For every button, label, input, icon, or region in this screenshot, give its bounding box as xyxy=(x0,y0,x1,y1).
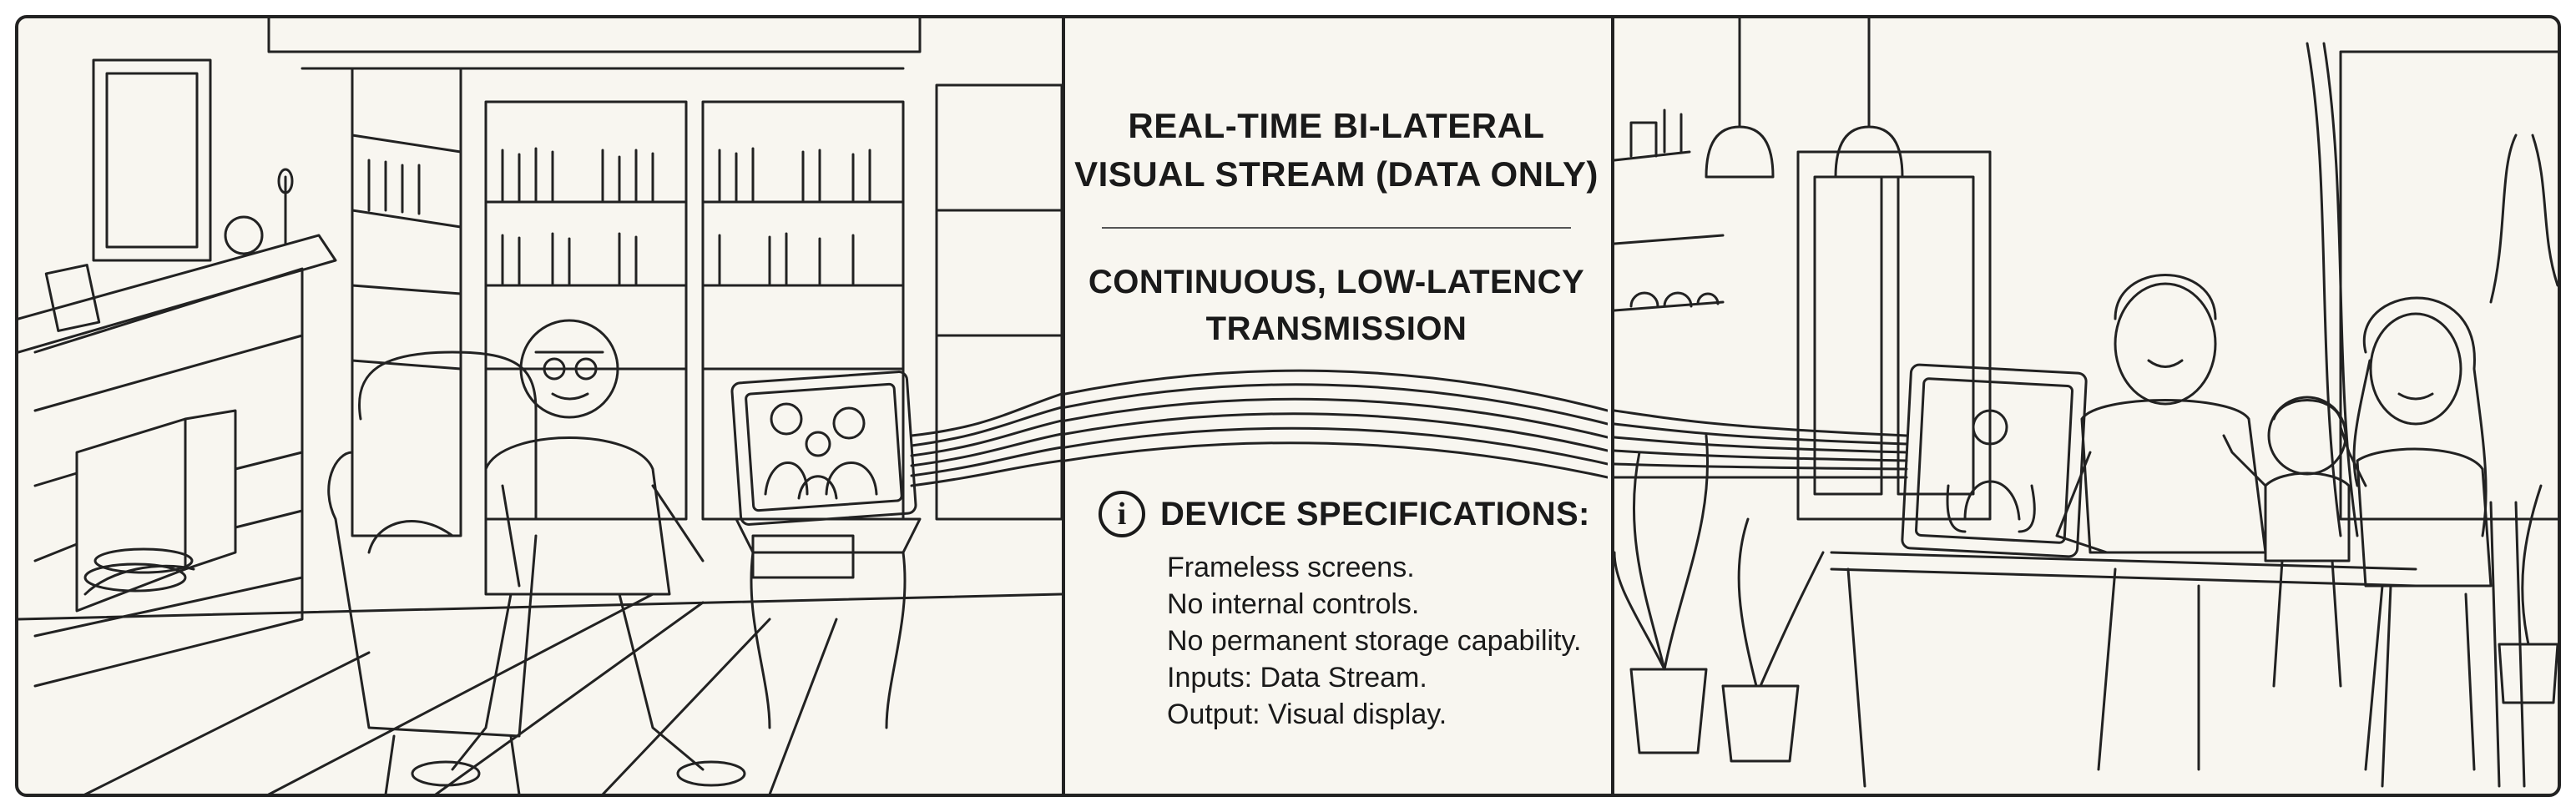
specs-title: DEVICE SPECIFICATIONS: xyxy=(1160,495,1590,532)
armchair xyxy=(329,352,536,794)
spec-item: No internal controls. xyxy=(1167,588,1420,620)
spec-item: Frameless screens. xyxy=(1167,552,1415,583)
divider xyxy=(1102,227,1571,229)
left-scene-living-room xyxy=(18,18,1065,794)
title-line-1: REAL-TIME BI-LATERAL xyxy=(1128,106,1545,145)
doorway xyxy=(1798,152,1990,519)
right-scene-kitchen xyxy=(1611,18,2561,794)
specs-list: Frameless screens. No internal controls.… xyxy=(1167,549,1599,733)
bookshelves xyxy=(352,68,903,536)
specs-header: i DEVICE SPECIFICATIONS: xyxy=(1099,491,1599,537)
spec-item: Output: Visual display. xyxy=(1167,699,1447,730)
father-figure xyxy=(2057,275,2265,770)
window-curtain xyxy=(2307,43,2561,536)
middle-info-panel: REAL-TIME BI-LATERAL VISUAL STREAM (DATA… xyxy=(1065,18,1608,794)
potted-plants xyxy=(1614,135,2558,761)
title-line-2: VISUAL STREAM (DATA ONLY) xyxy=(1074,154,1599,194)
window xyxy=(937,85,1062,519)
kitchen-shelves xyxy=(1614,110,1723,310)
illustration-frame: REAL-TIME BI-LATERAL VISUAL STREAM (DATA… xyxy=(15,15,2561,797)
device-specifications: i DEVICE SPECIFICATIONS: Frameless scree… xyxy=(1099,491,1599,733)
tablet-screen-left xyxy=(731,371,916,525)
subtitle-line-2: TRANSMISSION xyxy=(1205,310,1467,347)
stream-title: REAL-TIME BI-LATERAL VISUAL STREAM (DATA… xyxy=(1065,102,1608,199)
grandfather-figure xyxy=(412,320,745,785)
tablet-table-left xyxy=(736,519,920,728)
subtitle-line-1: CONTINUOUS, LOW-LATENCY xyxy=(1088,264,1585,300)
mother-figure xyxy=(2341,298,2491,769)
chairs xyxy=(2491,502,2524,786)
wall-picture-frame xyxy=(93,60,210,260)
info-icon: i xyxy=(1099,491,1145,537)
spec-item: Inputs: Data Stream. xyxy=(1167,662,1427,693)
tablet-screen-right xyxy=(1902,365,2086,557)
stream-subtitle: CONTINUOUS, LOW-LATENCY TRANSMISSION xyxy=(1065,259,1608,352)
data-stream-right xyxy=(1614,411,1907,477)
fireplace xyxy=(18,169,336,686)
spec-item: No permanent storage capability. xyxy=(1167,625,1582,657)
data-stream-middle xyxy=(1065,18,1608,794)
pendant-lamps xyxy=(1706,18,1902,177)
dining-table xyxy=(1831,552,2416,786)
data-stream-left xyxy=(912,394,1062,486)
child-figure xyxy=(2224,397,2349,686)
